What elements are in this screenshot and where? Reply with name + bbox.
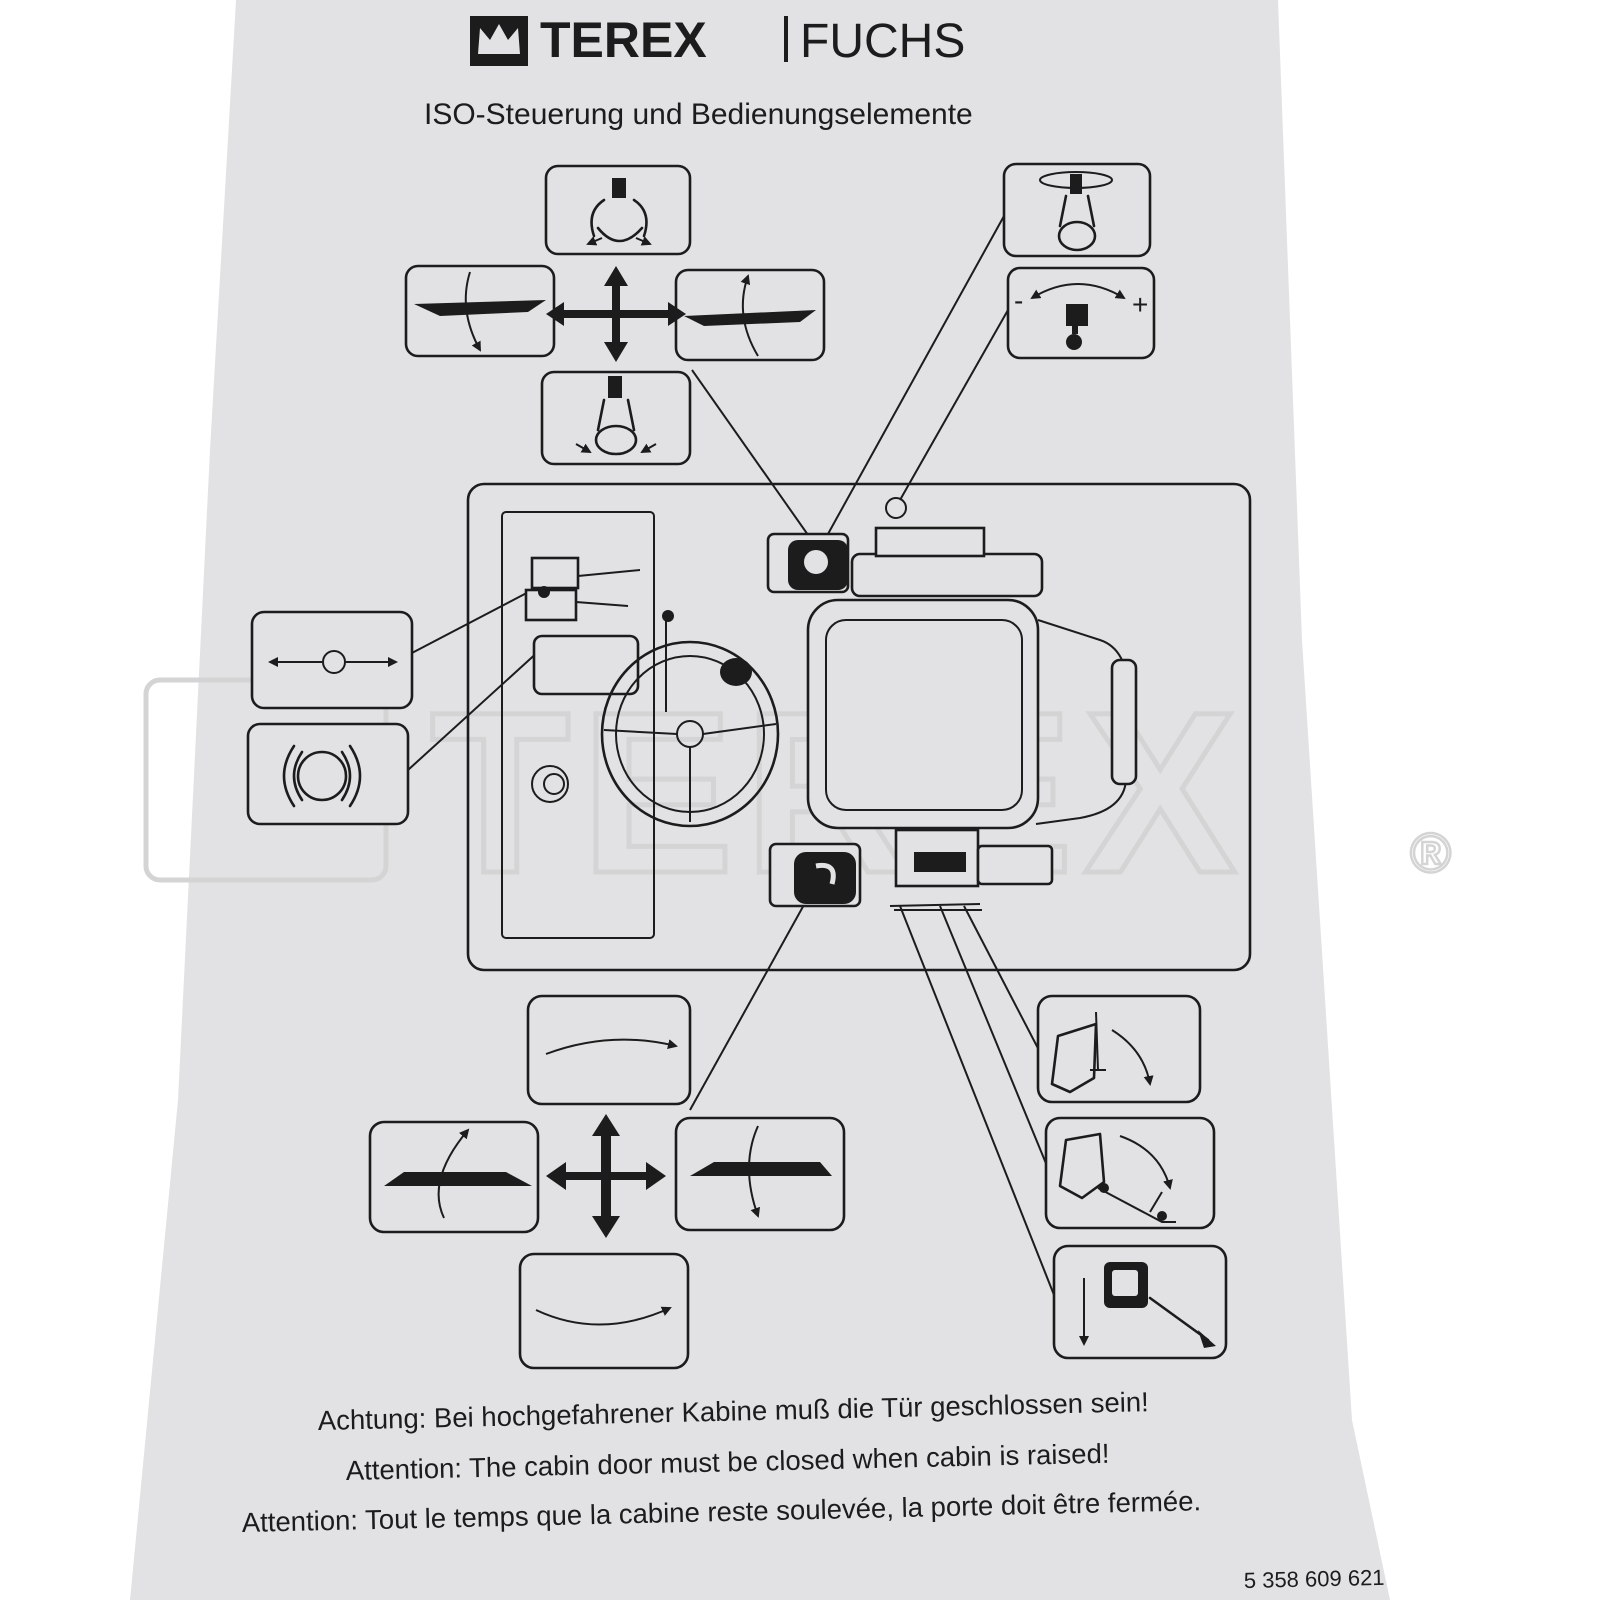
brand-divider (784, 16, 788, 62)
cross-arrows-bottom (546, 1114, 666, 1238)
grapple-rotate-icon (1039, 171, 1113, 252)
steering-mode-icon (268, 650, 398, 674)
swing-right-icon (690, 1125, 832, 1218)
watermark-registered: ® (1410, 821, 1451, 884)
brand-header: TEREX FUCHS (470, 12, 965, 68)
cross-arrows-top (546, 266, 686, 362)
grapple-open-icon (586, 178, 652, 246)
stick-in-icon (545, 1038, 678, 1055)
cabin-elevation-icon (1058, 1132, 1176, 1223)
brand-terex: TEREX (540, 12, 707, 68)
page-title: ISO-Steuerung und Bedienungselemente (424, 98, 973, 131)
grapple-close-icon (575, 376, 657, 456)
boom-lift-icon (414, 271, 546, 352)
brake-icon (282, 744, 362, 808)
left-joystick-group (404, 164, 826, 466)
stick-out-icon (535, 1306, 672, 1326)
right-joystick-group (368, 994, 846, 1370)
warning-block: Achtung: Bei hochgefahrener Kabine muß d… (241, 1386, 1201, 1538)
minus-sign: - (1014, 285, 1023, 316)
part-number: 5 358 609 621 (1244, 1565, 1385, 1593)
operator-seat (806, 497, 1138, 911)
brand-fuchs: FUCHS (800, 15, 965, 68)
switch-panel-bottom (768, 842, 862, 908)
switch-panel-top (766, 532, 850, 594)
swing-left-icon (384, 1128, 532, 1219)
lever-cluster (524, 556, 641, 622)
cabin-lowering-icon (1079, 1262, 1216, 1348)
cabin-floor-plan (466, 482, 1252, 972)
stabilizer-icon (1050, 1011, 1154, 1094)
leader-lines (407, 215, 1057, 1301)
terex-crown-logo (470, 16, 528, 66)
plus-sign: + (1132, 289, 1148, 320)
grapple-tilt-icon: - + (1014, 283, 1148, 350)
steering-wheel (600, 610, 780, 828)
boom-lower-icon (684, 274, 816, 357)
